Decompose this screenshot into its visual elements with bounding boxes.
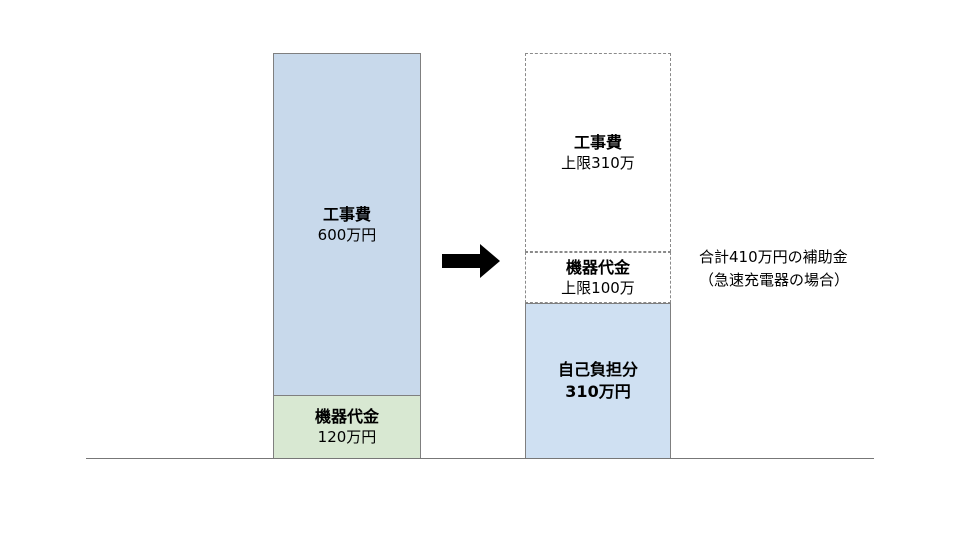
self-pay-title: 自己負担分: [557, 360, 638, 379]
before-equipment-value: 120万円: [317, 428, 377, 446]
subsidy-note-line1: 合計410万円の補助金: [699, 248, 848, 266]
right-arrow-icon: [442, 244, 500, 278]
after-construction-block: 工事費 上限310万: [525, 53, 671, 252]
after-construction-title: 工事費: [573, 132, 622, 152]
after-construction-value: 上限310万: [561, 153, 635, 172]
subsidy-note-line2: （急速充電器の場合）: [699, 271, 850, 289]
self-pay-block: 自己負担分 310万円: [525, 303, 671, 459]
before-construction-block: 工事費 600万円: [273, 53, 421, 396]
before-construction-value: 600万円: [317, 225, 377, 244]
self-pay-value: 310万円: [565, 382, 631, 401]
baseline: [86, 458, 874, 459]
after-equipment-value: 上限100万: [561, 278, 635, 297]
after-equipment-title: 機器代金: [565, 257, 630, 277]
subsidy-note: 合計410万円の補助金 （急速充電器の場合）: [699, 246, 849, 292]
before-equipment-title: 機器代金: [314, 407, 379, 426]
before-construction-title: 工事費: [322, 204, 371, 224]
before-equipment-block: 機器代金 120万円: [273, 395, 421, 459]
after-equipment-block: 機器代金 上限100万: [525, 252, 671, 303]
